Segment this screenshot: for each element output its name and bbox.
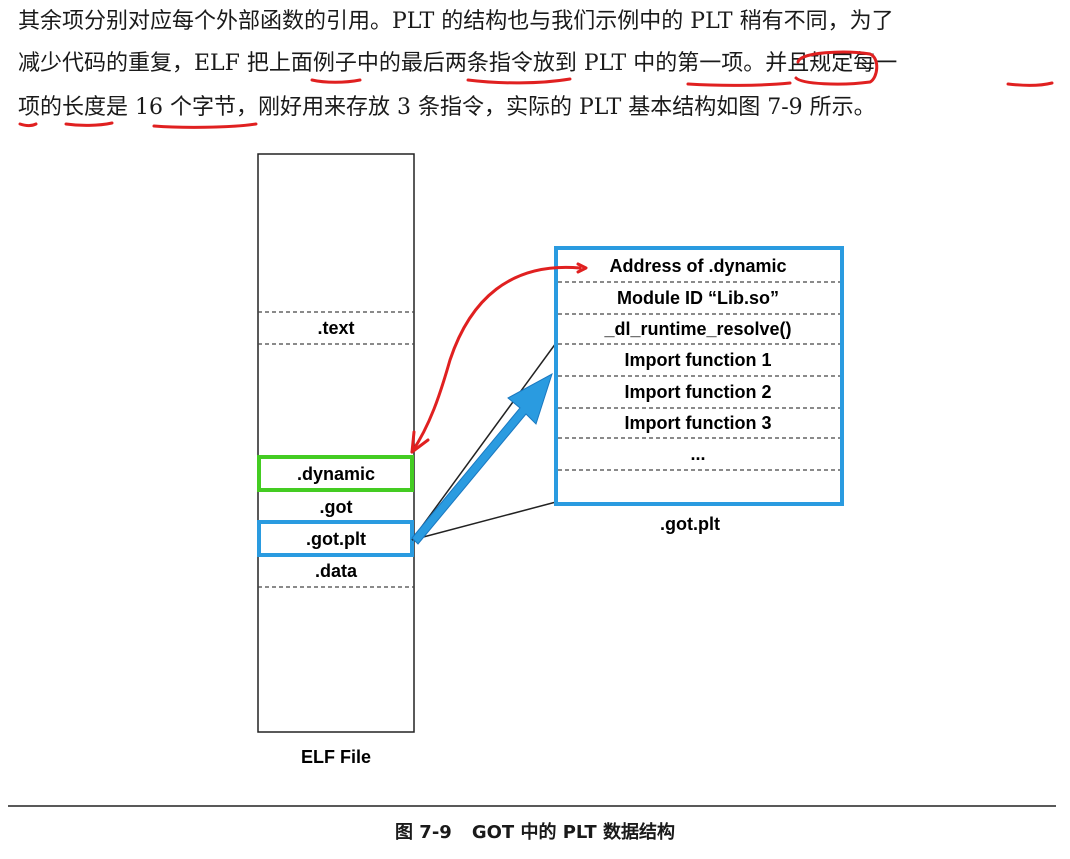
blue-arrow-icon [411,372,553,545]
gotplt-entry-3: Import function 1 [625,350,772,370]
paragraph-line-1: 其余项分别对应每个外部函数的引用。PLT 的结构也与我们示例中的 PLT 稍有不… [18,9,894,34]
section-data: .data [315,561,358,581]
figure-caption: 图 7-9 GOT 中的 PLT 数据结构 [0,818,1070,844]
underline-meiyi [1006,81,1054,87]
section-dynamic: .dynamic [297,464,375,484]
dynamic-highlight [257,455,414,492]
underline-xiang [18,122,38,127]
section-got: .got [320,497,353,517]
elf-file-label: ELF File [301,747,371,767]
figure-number: 图 7-9 [395,822,452,843]
gotplt-entry-6: ... [690,444,705,464]
gotplt-entry-0: Address of .dynamic [609,256,786,276]
gotplt-row-dividers [558,281,840,471]
red-curve-arrow-icon [410,262,588,454]
section-text: .text [317,318,354,338]
section-gotplt: .got.plt [306,529,366,549]
paragraph-line-2: 减少代码的重复，ELF 把上面例子中的最后两条指令放到 PLT 中的第一项。并且… [18,51,898,76]
paragraph-line-3: 项的长度是 16 个字节，刚好用来存放 3 条指令，实际的 PLT 基本结构如图… [18,95,876,120]
underline-16-zijie [152,122,258,129]
underline-shangmian [310,78,362,84]
underline-plt-zhongde [686,81,792,87]
connector-lines [411,342,557,541]
elf-file-box [257,153,415,733]
gotplt-entry-1: Module ID “Lib.so” [617,288,779,308]
red-annotations [18,50,1054,129]
gotplt-table-label: .got.plt [660,514,720,534]
gotplt-entry-5: Import function 3 [625,413,772,433]
gotplt-entry-4: Import function 2 [625,382,772,402]
gotplt-entry-2: _dl_runtime_resolve() [603,319,791,339]
underline-zuihou-liangtiao [466,77,572,85]
underline-changdu [64,121,114,127]
figure-title: GOT 中的 PLT 数据结构 [471,822,675,843]
circle-diyixiang [794,50,879,86]
